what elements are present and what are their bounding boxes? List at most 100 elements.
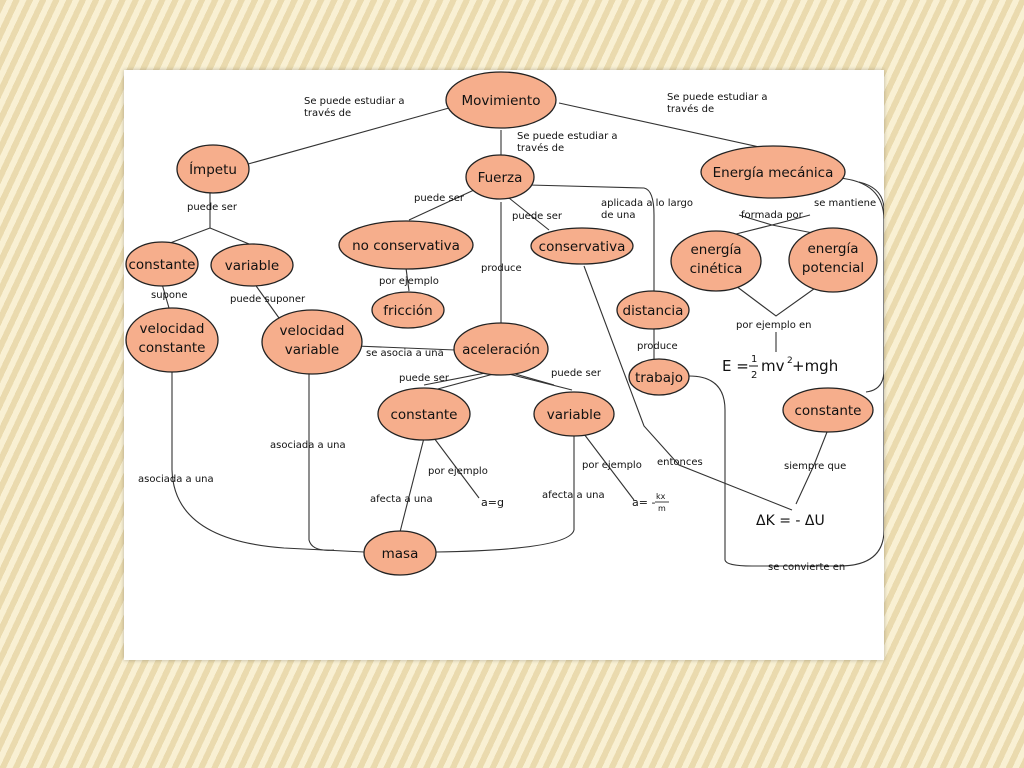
- edge-split-variable: [209, 227, 255, 247]
- nodes: Movimiento Ímpetu Fuerza Energía mecánic…: [125, 71, 878, 576]
- label-se-asocia: se asocia a una: [366, 348, 444, 359]
- svg-text:distancia: distancia: [623, 303, 684, 319]
- svg-text:variable: variable: [547, 407, 601, 423]
- formula-energia: E = 1 2 mv 2 +mgh: [722, 354, 838, 381]
- svg-text:cinética: cinética: [690, 261, 743, 277]
- node-conservativa: conservativa: [530, 227, 634, 265]
- edge-se-mantiene: [838, 177, 884, 393]
- svg-text:Energía mecánica: Energía mecánica: [713, 165, 834, 181]
- label-afecta-left: afecta a una: [370, 494, 433, 505]
- svg-text:m: m: [658, 504, 666, 513]
- svg-text:velocidad: velocidad: [140, 321, 205, 337]
- label-produce-fuerza: produce: [481, 263, 522, 274]
- node-constante-energia: constante: [782, 387, 874, 433]
- label-por-ejemplo-const: por ejemplo: [428, 466, 488, 477]
- edge-velocidadconstante-masa: [171, 370, 365, 553]
- node-constante-acel: constante: [377, 387, 471, 441]
- edge-trabajo-convierte: [688, 375, 844, 567]
- label-estudiar-left: Se puede estudiar a: [304, 96, 405, 107]
- edge-fuerza-noconservativa: [408, 189, 475, 221]
- svg-text:a= -: a= -: [632, 496, 655, 509]
- label-se-convierte: se convierte en: [768, 562, 845, 573]
- slide-panel: Se puede estudiar a través de Se puede e…: [124, 70, 884, 660]
- svg-text:Fuerza: Fuerza: [478, 170, 523, 186]
- svg-text:variable: variable: [225, 258, 279, 274]
- node-constante-impetu: constante: [125, 241, 199, 287]
- svg-text:constante: constante: [129, 257, 196, 273]
- label-aplicada: aplicada a lo largo: [601, 198, 693, 209]
- svg-text:2: 2: [787, 356, 793, 366]
- node-impetu: Ímpetu: [176, 144, 250, 194]
- edge-acel-variable: [500, 371, 573, 391]
- label-estudiar-mid: Se puede estudiar a: [517, 131, 618, 142]
- node-energia-potencial: energía potencial: [788, 227, 878, 293]
- edge-constante-deltak: [795, 426, 830, 505]
- label-puede-suponer: puede suponer: [230, 294, 306, 305]
- edge-fuerza-conservativa: [508, 197, 550, 231]
- node-velocidad-constante: velocidad constante: [125, 307, 219, 373]
- edge-constante-masa: [399, 437, 425, 533]
- svg-text:mv: mv: [761, 357, 785, 375]
- edge-constante-velocidad: [161, 283, 170, 309]
- svg-text:conservativa: conservativa: [539, 239, 626, 255]
- edge-energias-formula: [735, 285, 819, 317]
- edge-convierte-energia: [838, 181, 884, 567]
- svg-text:fricción: fricción: [383, 303, 432, 319]
- node-movimiento: Movimiento: [445, 71, 557, 129]
- edge-variable-ak: [583, 433, 635, 501]
- edge-velocidadvariable-aceleracion: [355, 345, 456, 351]
- label-puede-ser-acel-right: puede ser: [551, 368, 602, 379]
- edge-velocidadvariable-masa: [308, 370, 335, 551]
- svg-text:Movimiento: Movimiento: [462, 93, 541, 109]
- node-masa: masa: [363, 530, 437, 576]
- node-aceleracion: aceleración: [453, 322, 549, 376]
- label-supone: supone: [151, 290, 188, 301]
- label-estudiar-right: Se puede estudiar a: [667, 92, 768, 103]
- link-labels: Se puede estudiar a través de Se puede e…: [138, 92, 876, 573]
- svg-text:1: 1: [751, 354, 757, 365]
- node-energia-cinetica: energía cinética: [670, 230, 762, 292]
- svg-text:masa: masa: [382, 546, 419, 562]
- svg-text:energía: energía: [807, 241, 858, 257]
- label-por-ejemplo-friccion: por ejemplo: [379, 276, 439, 287]
- label-estudiar-right-2: través de: [667, 103, 714, 115]
- svg-text:velocidad: velocidad: [280, 323, 345, 339]
- label-formada-por: formada por: [741, 210, 804, 221]
- svg-text:variable: variable: [285, 342, 339, 358]
- label-puede-ser-fuerza-right: puede ser: [512, 211, 563, 222]
- svg-text:potencial: potencial: [802, 260, 864, 276]
- edge-conservativa-entonces: [583, 265, 793, 511]
- label-siempre-que: siempre que: [784, 461, 846, 472]
- label-puede-ser-acel-left: puede ser: [399, 373, 450, 384]
- formulas: E = 1 2 mv 2 +mgh a=g a= - kx m ΔK = - Δ…: [481, 354, 838, 529]
- edge-acel-constante: [433, 371, 502, 391]
- label-afecta-right: afecta a una: [542, 490, 605, 501]
- label-puede-ser-impetu: puede ser: [187, 202, 238, 213]
- svg-text:constante: constante: [139, 340, 206, 356]
- svg-text:trabajo: trabajo: [635, 370, 683, 386]
- label-asociada-left: asociada a una: [138, 474, 214, 485]
- edge-movimiento-impetu: [240, 107, 450, 167]
- formula-a-eq-g: a=g: [481, 496, 504, 509]
- node-friccion: fricción: [371, 291, 445, 329]
- svg-text:2: 2: [751, 370, 757, 381]
- node-energia-mecanica: Energía mecánica: [700, 145, 846, 199]
- edges: [161, 102, 884, 567]
- label-estudiar-mid-2: través de: [517, 142, 564, 154]
- edge-fuerza-distancia: [528, 184, 655, 292]
- node-variable-impetu: variable: [210, 243, 294, 287]
- formula-a-eq-k: a= - kx m: [632, 492, 669, 513]
- svg-text:constante: constante: [391, 407, 458, 423]
- node-velocidad-variable: velocidad variable: [261, 309, 363, 375]
- label-puede-ser-fuerza-left: puede ser: [414, 193, 465, 204]
- node-distancia: distancia: [616, 290, 690, 330]
- svg-text:energía: energía: [690, 242, 741, 258]
- concept-map: Se puede estudiar a través de Se puede e…: [125, 71, 884, 576]
- label-produce-distancia: produce: [637, 341, 678, 352]
- formula-delta-k: ΔK = - ΔU: [756, 513, 825, 529]
- edge-movimiento-energia: [558, 102, 765, 149]
- svg-text:Ímpetu: Ímpetu: [189, 161, 237, 178]
- label-por-ejemplo-energia: por ejemplo en: [736, 320, 812, 331]
- svg-text:kx: kx: [656, 492, 666, 501]
- label-asociada-mid: asociada a una: [270, 440, 346, 451]
